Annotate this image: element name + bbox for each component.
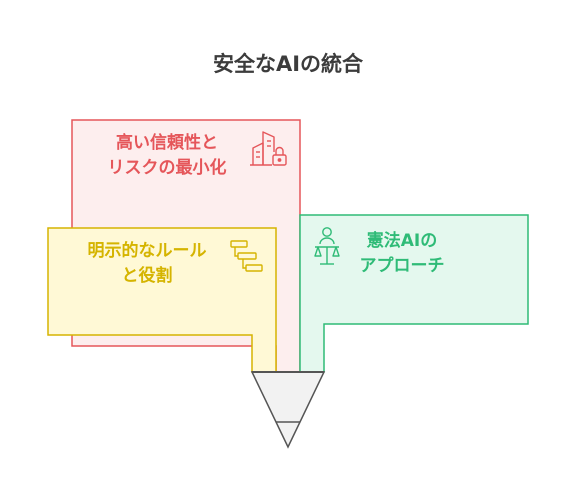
city-lock-icon [250, 131, 287, 166]
gantt-steps-icon [230, 240, 263, 272]
funnel [250, 371, 326, 449]
risk-label-line1: 高い信頼性と [116, 133, 218, 153]
roles-label-line2: と役割 [121, 266, 173, 286]
constitution-label-line2: アプローチ [359, 256, 445, 276]
diagram-title: 安全なAIの統合 [212, 52, 364, 76]
risk-label-line2: リスクの最小化 [107, 158, 227, 178]
person-scales-icon [314, 227, 340, 265]
roles-block-label: 明示的なルール と役割 [66, 239, 228, 289]
roles-label-line1: 明示的なルール [87, 241, 207, 261]
constitution-block-label: 憲法AIの アプローチ [352, 229, 452, 279]
constitution-label-line1: 憲法AIの [366, 231, 438, 251]
risk-block-label: 高い信頼性と リスクの最小化 [92, 131, 242, 181]
